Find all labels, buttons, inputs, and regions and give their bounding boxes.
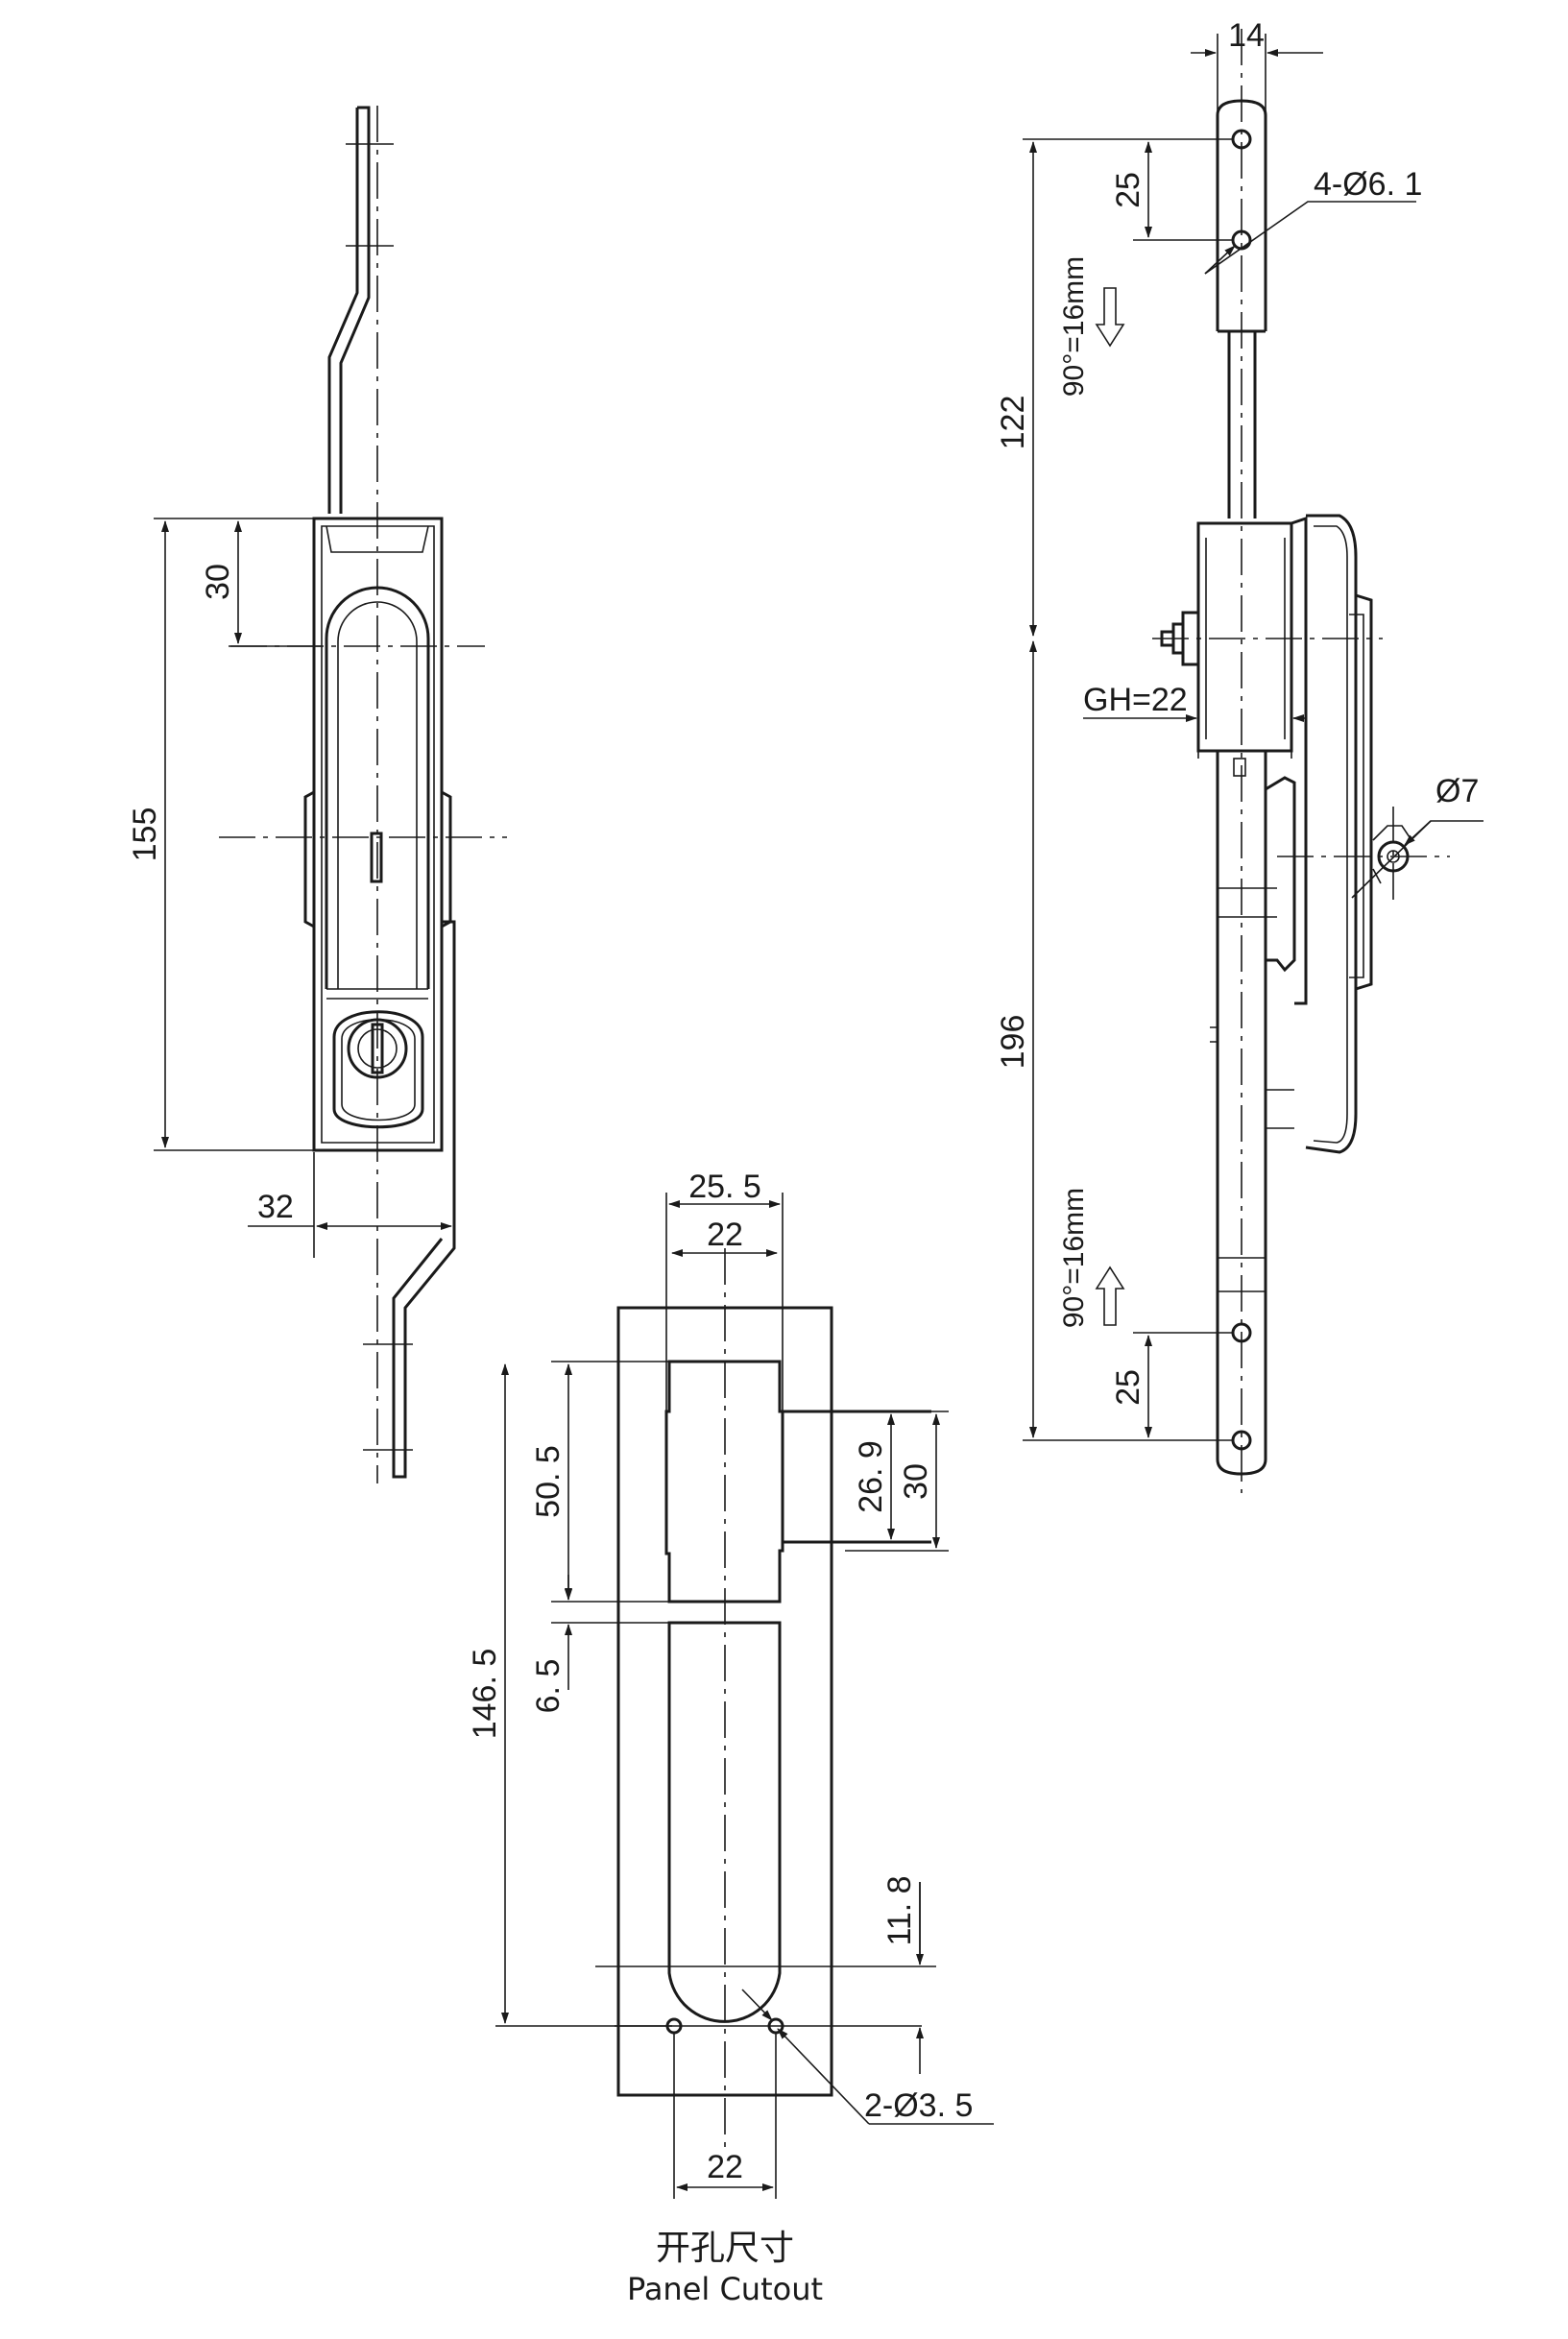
side-lugs (303, 790, 452, 928)
side-handle (1355, 593, 1373, 991)
dim-inner-width-top: 22 (707, 1217, 743, 1253)
caption-en: Panel Cutout (627, 2271, 823, 2307)
dim-bottom-radius: 11. 8 (881, 1875, 918, 1945)
dim-side-notch: 26. 9 (853, 1440, 889, 1513)
lower-lever (1265, 776, 1296, 973)
dim-bar-width: 14 (1228, 17, 1265, 54)
arrow-up-icon (1095, 1266, 1125, 1326)
dim-side-notch-outer: 30 (898, 1463, 934, 1500)
note-travel-down: 90°=16mm (1058, 256, 1090, 397)
front-view: 155 30 32 (127, 106, 507, 1483)
dim-bridge: 6. 5 (530, 1659, 567, 1714)
lower-rod (392, 920, 456, 1479)
dim-overall-height: 155 (127, 808, 163, 862)
side-cover (1305, 514, 1358, 1154)
dim-lower-length: 196 (995, 1015, 1031, 1070)
note-travel-up: 90°=16mm (1058, 1188, 1090, 1328)
dim-hole-pitch-top: 25 (1110, 172, 1146, 208)
dim-window-height: 50. 5 (530, 1445, 567, 1518)
dim-hole-spacing: 22 (707, 2149, 743, 2185)
arrow-down-icon (1095, 287, 1125, 348)
side-housing (1196, 521, 1293, 753)
slot-lock (370, 832, 383, 883)
caption-cn: 开孔尺寸 (656, 2229, 794, 2268)
cutout-slot (667, 1621, 782, 2023)
dim-hole-pitch-bottom: 25 (1110, 1369, 1146, 1406)
dim-outer-width: 25. 5 (688, 1169, 761, 1205)
dim-holes-top: 4-Ø6. 1 (1314, 166, 1422, 203)
side-view: 14 25 4-Ø6. 1 122 90°=16mm 196 90°=16mm … (995, 17, 1484, 1493)
panel-cutout: 25. 5 22 50. 5 6. 5 146. 5 26. 9 30 11. … (467, 1169, 994, 2307)
dim-pivot: Ø7 (1435, 773, 1479, 809)
dim-top-offset: 30 (200, 564, 236, 600)
dim-grip: GH=22 (1083, 682, 1188, 718)
upper-rod (327, 106, 371, 514)
dim-rod-offset: 32 (257, 1189, 294, 1225)
dim-upper-length: 122 (995, 396, 1031, 450)
handle-housing (312, 517, 444, 1152)
dim-total-height: 146. 5 (467, 1649, 503, 1740)
dim-holes: 2-Ø3. 5 (864, 2087, 973, 2124)
key-cylinder (332, 1010, 424, 1129)
